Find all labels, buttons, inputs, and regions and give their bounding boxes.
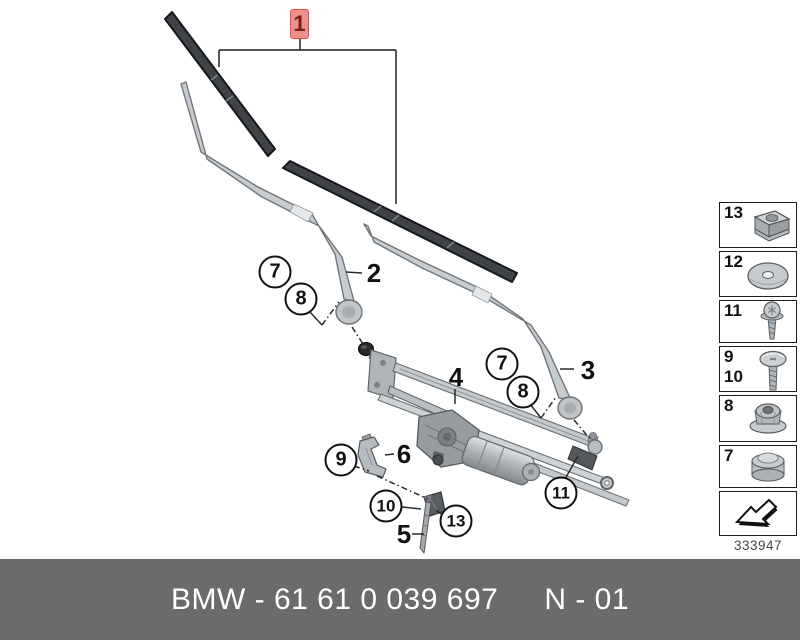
part-thumbnail-8[interactable]: 8 <box>719 395 797 442</box>
footer-catalog-number: BMW - 61 61 0 039 697 <box>170 582 499 616</box>
wiper-arm-right-art <box>363 223 583 420</box>
leader-lines <box>308 271 592 535</box>
callout-circle-8-right[interactable]: 8 <box>506 375 540 409</box>
callout-6[interactable]: 6 <box>396 439 412 469</box>
callout-5[interactable]: 5 <box>396 519 412 549</box>
callout-circle-13[interactable]: 13 <box>439 504 473 538</box>
footer-revision: N - 01 <box>544 582 630 616</box>
wiper-linkage-motor-art <box>358 342 630 507</box>
footer-part-number-bar: BMW - 61 61 0 039 697 N - 01 <box>0 559 800 640</box>
direction-arrow-icon <box>734 498 778 527</box>
part-thumbnail-11[interactable]: 11 <box>719 300 797 343</box>
pan-head-screw-icon <box>759 350 787 391</box>
flange-head-screw-icon <box>760 301 784 340</box>
part-thumbnail-11-label: 11 <box>724 301 742 320</box>
callout-3[interactable]: 3 <box>580 355 596 385</box>
callout-circle-11[interactable]: 11 <box>544 476 578 510</box>
direction-arrow-box <box>719 491 797 536</box>
washer-icon <box>747 262 789 290</box>
wiper-blade-right-art <box>282 160 518 283</box>
part-thumbnail-9-label: 9 <box>724 347 734 366</box>
part-thumbnail-12-label: 12 <box>724 252 743 271</box>
callout-circle-9[interactable]: 9 <box>324 443 358 477</box>
callout-circle-8-left[interactable]: 8 <box>284 282 318 316</box>
wiper-blade-left-art <box>164 11 276 157</box>
protective-cap-icon <box>751 452 785 482</box>
flange-nut-icon <box>749 403 787 434</box>
part-thumbnail-8-label: 8 <box>724 396 734 415</box>
part-thumbnail-7[interactable]: 7 <box>719 445 797 488</box>
part-thumbnail-10-label: 10 <box>724 367 743 386</box>
pin-part-art <box>419 501 432 554</box>
part-thumbnail-9-10[interactable]: 9 10 <box>719 346 797 392</box>
callout-circle-7-right[interactable]: 7 <box>485 347 519 381</box>
callout-circle-10[interactable]: 10 <box>369 489 403 523</box>
callout-4[interactable]: 4 <box>448 362 464 392</box>
part-thumbnail-13[interactable]: 13 <box>719 202 797 248</box>
callout-1-highlight[interactable]: 1 <box>290 9 309 39</box>
wiper-arm-left-art <box>180 81 363 325</box>
document-number: 333947 <box>733 538 783 553</box>
part-thumbnail-7-label: 7 <box>724 446 734 465</box>
bracket-part-art <box>357 433 387 478</box>
callout-1-bracket <box>218 39 397 204</box>
callout-2[interactable]: 2 <box>366 258 382 288</box>
part-thumbnail-13-label: 13 <box>724 203 743 222</box>
part-thumbnail-12[interactable]: 12 <box>719 251 797 297</box>
cage-nut-clip-icon <box>753 210 791 242</box>
callout-circle-7-left[interactable]: 7 <box>258 255 292 289</box>
